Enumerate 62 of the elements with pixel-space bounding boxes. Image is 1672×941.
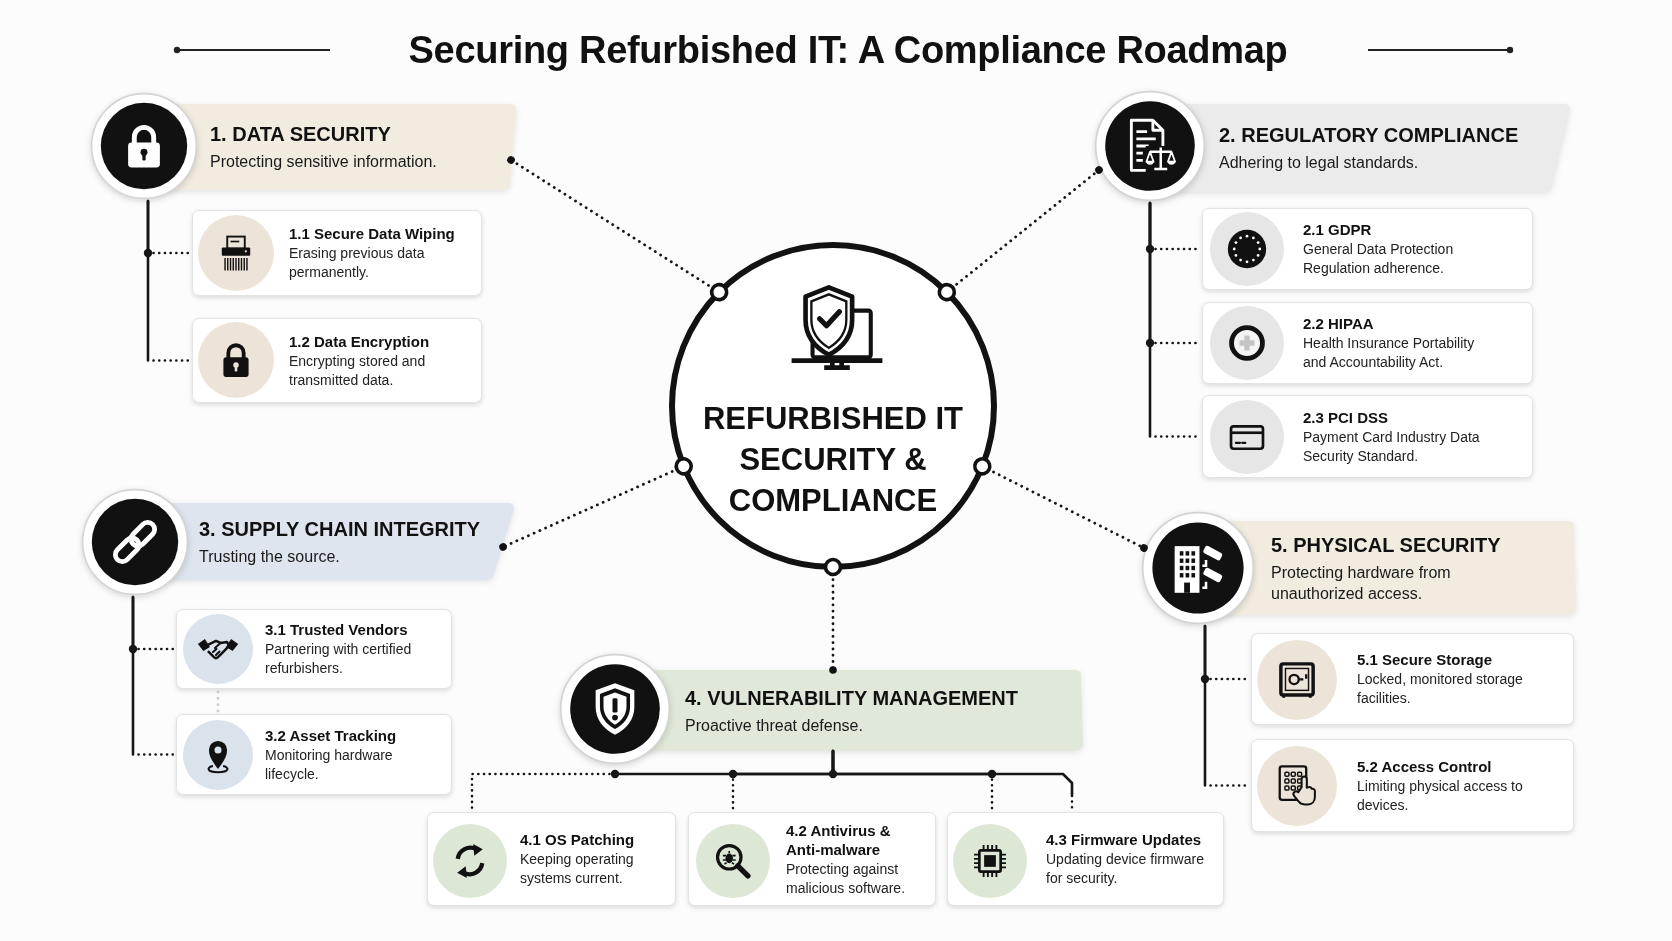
card-description: Keeping operating systems current. — [520, 850, 635, 888]
section-heading: 3. SUPPLY CHAIN INTEGRITY — [199, 516, 481, 541]
section-heading: 5. PHYSICAL SECURITY — [1271, 532, 1501, 557]
section-banner — [559, 653, 1082, 765]
card-description: Payment Card Industry Data Security Standard. — [1303, 427, 1481, 466]
card-description: Partnering with certified refurbishers. — [265, 640, 413, 678]
card-title: 5.2 Access Control — [1357, 756, 1492, 776]
card-title: 4.2 Antivirus & Anti-malware — [786, 820, 892, 859]
dotted-connector — [937, 166, 1103, 302]
card-description: Encrypting stored and transmitted data. — [289, 351, 427, 390]
card-title: 1.1 Secure Data Wiping — [289, 224, 455, 243]
card-title: 1.2 Data Encryption — [289, 331, 430, 351]
subtopic-card — [1202, 302, 1533, 384]
subtopic-card — [688, 812, 936, 906]
card-description: Updating device firmware for security. — [1046, 850, 1205, 888]
subtopic-card — [1251, 633, 1574, 725]
card-description: Locked, monitored storage facilities. — [1357, 670, 1524, 708]
card-title: 2.2 HIPAA — [1303, 314, 1374, 333]
section-banner — [1094, 90, 1571, 202]
dotted-connector — [216, 690, 220, 713]
subtopic-card — [427, 812, 676, 906]
section-heading: 1. DATA SECURITY — [210, 122, 391, 146]
card-title: 5.1 Secure Storage — [1357, 650, 1493, 669]
subtopic-card — [1202, 208, 1533, 290]
card-title: 4.1 OS Patching — [520, 830, 635, 849]
card-description: Limiting physical access to devices. — [1357, 776, 1524, 815]
card-title: 2.3 PCI DSS — [1303, 407, 1389, 427]
subtopic-card — [176, 609, 452, 689]
tree-connector — [146, 199, 191, 362]
card-description: General Data Protection Regulation adherence. — [1303, 240, 1455, 278]
subtopic-card — [192, 318, 482, 403]
section-banner — [1141, 511, 1575, 625]
card-title: 3.2 Asset Tracking — [265, 725, 397, 745]
section-description: Proactive threat defense. — [685, 715, 863, 736]
card-description: Erasing previous data permanently. — [289, 244, 426, 282]
diagram-title: Securing Refurbished IT: A Compliance Roadmap — [408, 28, 1288, 73]
tree-connector — [131, 595, 175, 756]
card-title: 4.3 Firmware Updates — [1046, 830, 1202, 849]
subtopic-card — [176, 714, 452, 795]
dotted-connector — [973, 457, 1148, 552]
card-description: Monitoring hardware lifecycle. — [265, 745, 394, 784]
section-description: Protecting hardware from unauthorized access. — [1271, 562, 1452, 604]
card-title: 3.1 Trusted Vendors — [265, 620, 408, 639]
card-title: 2.1 GDPR — [1303, 220, 1372, 239]
dotted-connector — [823, 557, 843, 674]
subtopic-card — [192, 210, 482, 296]
section-heading: 2. REGULATORY COMPLIANCE — [1219, 123, 1519, 147]
section-description: Protecting sensitive information. — [210, 152, 437, 172]
subtopic-card — [947, 812, 1224, 906]
tree-connector — [831, 749, 1074, 811]
section-heading: 4. VULNERABILITY MANAGEMENT — [685, 685, 1018, 710]
card-description: Protecting against malicious software. — [786, 859, 907, 898]
hub-title: REFURBISHED IT SECURITY & COMPLIANCE — [701, 400, 965, 520]
card-description: Health Insurance Portability and Accountability Act. — [1303, 334, 1476, 372]
section-description: Adhering to legal standards. — [1219, 153, 1419, 173]
subtopic-card — [1202, 395, 1533, 478]
dotted-connector — [507, 156, 729, 302]
dotted-connector — [499, 457, 693, 551]
subtopic-card — [1251, 739, 1574, 832]
section-description: Trusting the source. — [199, 546, 340, 567]
section-banner — [81, 488, 515, 596]
section-banner — [90, 92, 517, 200]
